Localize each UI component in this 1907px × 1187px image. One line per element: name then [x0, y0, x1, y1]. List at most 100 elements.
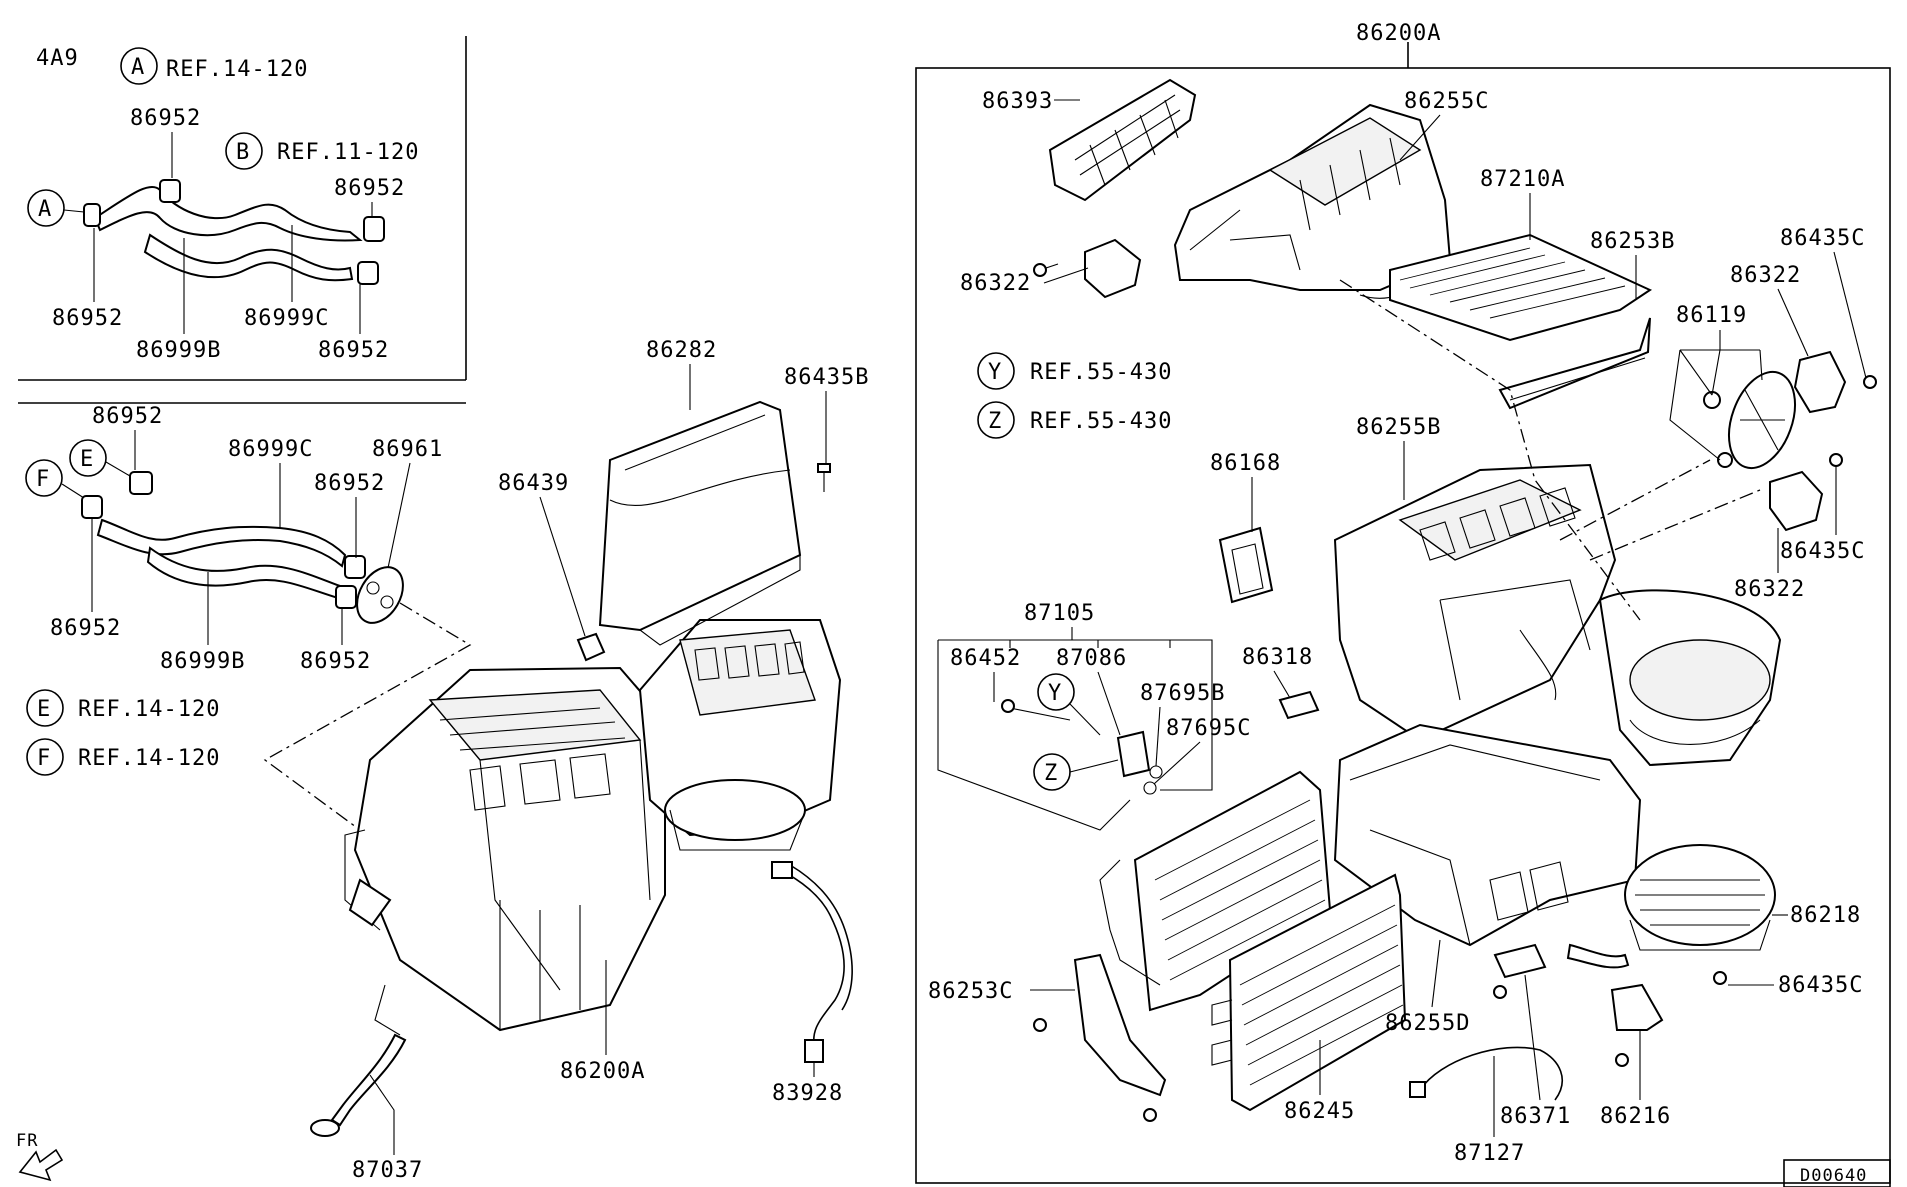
screws-86435c [1713, 375, 1877, 985]
label-86952-c: 86952 [52, 228, 123, 331]
label-86218: 86218 [1772, 903, 1860, 928]
heater-core-86245 [1211, 873, 1407, 1112]
svg-text:86255C: 86255C [1404, 89, 1489, 114]
label-86439: 86439 [498, 471, 586, 637]
label-86999c-top: 86999C [244, 225, 329, 331]
svg-text:86435C: 86435C [1780, 539, 1865, 564]
label-86322-right-top: 86322 [1730, 263, 1809, 357]
callout-y-valve: Y [1037, 673, 1101, 736]
svg-text:86952: 86952 [314, 471, 385, 496]
svg-text:87105: 87105 [1024, 601, 1095, 626]
svg-text:86961: 86961 [372, 437, 443, 462]
svg-text:86952: 86952 [92, 404, 163, 429]
svg-text:REF.55-430: REF.55-430 [1030, 409, 1172, 434]
label-86322-upper: 86322 [960, 267, 1089, 296]
svg-text:A: A [131, 55, 145, 80]
blower-housing [1598, 589, 1782, 767]
svg-text:86435C: 86435C [1778, 973, 1863, 998]
label-86435c-bottom: 86435C [1728, 973, 1863, 998]
svg-text:REF.14-120: REF.14-120 [166, 57, 308, 82]
diagram-code: 4A9 [36, 46, 79, 71]
inset-frame-heater-hose [18, 36, 467, 381]
svg-text:REF.14-120: REF.14-120 [78, 746, 220, 771]
label-86435b: 86435B [784, 365, 868, 464]
svg-text:Z: Z [1044, 761, 1058, 786]
blower-motor-86218 [1624, 844, 1776, 951]
label-86435c-mid: 86435C [1780, 466, 1865, 564]
label-86452: 86452 [950, 646, 1021, 702]
hose-86216 [1566, 943, 1664, 1067]
svg-text:86452: 86452 [950, 646, 1021, 671]
dash-lines-right [1339, 279, 1761, 621]
upper-case-86255c [1173, 103, 1452, 299]
svg-text:86282: 86282 [646, 338, 717, 363]
svg-text:87695B: 87695B [1140, 681, 1225, 706]
label-86200a-assembly: 86200A [1356, 21, 1441, 46]
label-87105: 87105 [937, 601, 1213, 831]
figure-id-box: D00640 [1783, 1159, 1891, 1187]
label-87210a: 87210A [1480, 167, 1564, 240]
svg-text:86393: 86393 [982, 89, 1053, 114]
svg-text:86322: 86322 [960, 271, 1031, 296]
svg-text:E: E [37, 697, 51, 722]
label-86216: 86216 [1600, 1030, 1670, 1129]
label-86245: 86245 [1284, 1040, 1354, 1124]
svg-text:86999B: 86999B [136, 338, 221, 363]
link-86119 [1703, 370, 1796, 470]
label-86393: 86393 [982, 89, 1080, 114]
svg-text:86322: 86322 [1730, 263, 1801, 288]
label-83928: 83928 [772, 1062, 843, 1106]
label-86255b: 86255B [1356, 415, 1441, 500]
bracket-86253c [1033, 953, 1167, 1122]
svg-text:86255B: 86255B [1356, 415, 1441, 440]
svg-text:REF.14-120: REF.14-120 [78, 697, 220, 722]
label-86255d: 86255D [1385, 939, 1470, 1036]
cover-86253b [1498, 317, 1651, 410]
svg-text:F: F [36, 467, 50, 492]
hose-callout-a: A [27, 189, 85, 227]
svg-text:87037: 87037 [352, 1158, 423, 1183]
svg-text:87127: 87127 [1454, 1141, 1525, 1166]
svg-text:86318: 86318 [1242, 645, 1313, 670]
label-86952-e: 86952 [92, 404, 163, 470]
gasket-86168 [1218, 526, 1274, 604]
svg-text:83928: 83928 [772, 1081, 843, 1106]
label-86371: 86371 [1500, 974, 1571, 1129]
svg-text:F: F [37, 746, 51, 771]
ref-callout-e: E REF.14-120 [26, 689, 220, 727]
label-87695b: 87695B [1140, 681, 1225, 767]
label-86961: 86961 [372, 437, 443, 569]
svg-text:E: E [80, 447, 94, 472]
svg-text:86999C: 86999C [244, 306, 329, 331]
svg-text:86255D: 86255D [1385, 1011, 1470, 1036]
svg-text:Z: Z [988, 409, 1002, 434]
label-86952-g: 86952 [50, 518, 121, 641]
heater-hose-set-middle [81, 471, 404, 624]
label-86322-right-mid: 86322 [1734, 528, 1804, 602]
label-86119: 86119 [1669, 303, 1763, 461]
svg-text:86200A: 86200A [560, 1059, 645, 1084]
label-87086: 87086 [1056, 646, 1126, 736]
filter-86393 [1048, 78, 1197, 202]
sensor-86318 [1278, 690, 1320, 720]
svg-text:86952: 86952 [318, 338, 389, 363]
label-86282: 86282 [646, 338, 717, 410]
svg-text:86952: 86952 [130, 106, 201, 131]
harness-87127 [1409, 1046, 1564, 1101]
svg-text:86999B: 86999B [160, 649, 245, 674]
svg-text:A: A [38, 197, 52, 222]
svg-text:REF.11-120: REF.11-120 [277, 140, 419, 165]
svg-text:Y: Y [988, 360, 1002, 385]
wire-harness-83928 [771, 861, 853, 1063]
actuator-86322-right-mid [1769, 470, 1824, 532]
svg-text:86371: 86371 [1500, 1104, 1571, 1129]
hose-to-unit-dashline [263, 602, 472, 831]
svg-text:86952: 86952 [52, 306, 123, 331]
label-86253c: 86253C [928, 979, 1075, 1004]
ref-callout-f: F REF.14-120 [26, 738, 220, 776]
label-87037: 87037 [352, 1074, 423, 1183]
callout-z-valve: Z [1033, 753, 1119, 791]
svg-text:B: B [236, 140, 250, 165]
middle-case-86255b [1333, 463, 1617, 742]
svg-text:86952: 86952 [50, 616, 121, 641]
